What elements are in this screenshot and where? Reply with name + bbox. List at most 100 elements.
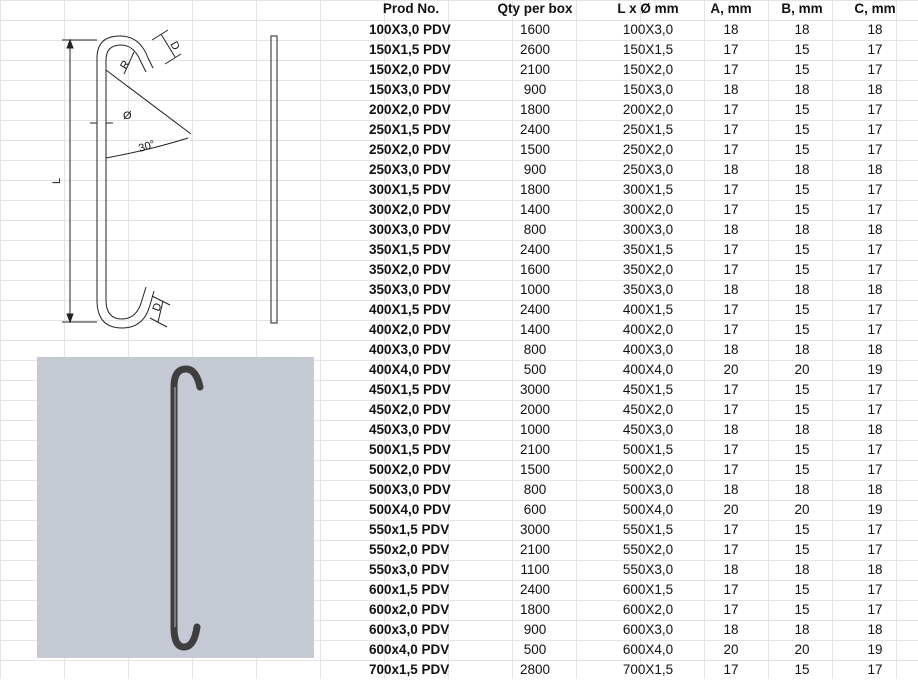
cell-c[interactable]: 19 — [867, 362, 883, 377]
cell-c[interactable]: 19 — [867, 642, 883, 657]
cell-prod[interactable]: 400X3,0 PDV — [369, 342, 451, 357]
cell-lxd[interactable]: 250X1,5 — [622, 122, 674, 137]
cell-lxd[interactable]: 250X3,0 — [622, 162, 674, 177]
cell-b[interactable]: 15 — [794, 542, 810, 557]
cell-qty[interactable]: 1400 — [519, 322, 551, 337]
cell-lxd[interactable]: 300X2,0 — [622, 202, 674, 217]
cell-lxd[interactable]: 250X2,0 — [622, 142, 674, 157]
cell-b[interactable]: 20 — [794, 502, 810, 517]
cell-prod[interactable]: 450X3,0 PDV — [369, 422, 451, 437]
cell-b[interactable]: 15 — [794, 242, 810, 257]
cell-a[interactable]: 18 — [723, 562, 739, 577]
cell-b[interactable]: 18 — [794, 162, 810, 177]
cell-a[interactable]: 20 — [723, 502, 739, 517]
cell-prod[interactable]: 300X2,0 PDV — [369, 202, 451, 217]
cell-lxd[interactable]: 500X4,0 — [622, 502, 674, 517]
cell-lxd[interactable]: 300X1,5 — [622, 182, 674, 197]
cell-c[interactable]: 17 — [867, 42, 883, 57]
cell-qty[interactable]: 1400 — [519, 202, 551, 217]
cell-a[interactable]: 17 — [723, 662, 739, 677]
cell-c[interactable]: 17 — [867, 442, 883, 457]
cell-a[interactable]: 17 — [723, 602, 739, 617]
cell-qty[interactable]: 900 — [523, 162, 547, 177]
cell-prod[interactable]: 550x1,5 PDV — [369, 522, 450, 537]
cell-qty[interactable]: 2600 — [519, 42, 551, 57]
cell-prod[interactable]: 550x2,0 PDV — [369, 542, 450, 557]
cell-qty[interactable]: 2100 — [519, 62, 551, 77]
cell-b[interactable]: 15 — [794, 142, 810, 157]
cell-a[interactable]: 17 — [723, 182, 739, 197]
cell-a[interactable]: 17 — [723, 542, 739, 557]
cell-qty[interactable]: 2400 — [519, 302, 551, 317]
cell-qty[interactable]: 3000 — [519, 382, 551, 397]
cell-b[interactable]: 15 — [794, 202, 810, 217]
cell-qty[interactable]: 1600 — [519, 22, 551, 37]
cell-b[interactable]: 15 — [794, 302, 810, 317]
cell-c[interactable]: 17 — [867, 582, 883, 597]
cell-lxd[interactable]: 550X3,0 — [622, 562, 674, 577]
cell-c[interactable]: 17 — [867, 382, 883, 397]
cell-c[interactable]: 17 — [867, 402, 883, 417]
cell-a[interactable]: 18 — [723, 342, 739, 357]
cell-a[interactable]: 17 — [723, 322, 739, 337]
cell-prod[interactable]: 400X4,0 PDV — [369, 362, 451, 377]
cell-a[interactable]: 17 — [723, 302, 739, 317]
cell-c[interactable]: 17 — [867, 242, 883, 257]
cell-a[interactable]: 17 — [723, 382, 739, 397]
cell-c[interactable]: 18 — [867, 622, 883, 637]
cell-prod[interactable]: 600x2,0 PDV — [369, 602, 450, 617]
cell-c[interactable]: 17 — [867, 122, 883, 137]
cell-c[interactable]: 18 — [867, 342, 883, 357]
cell-qty[interactable]: 2100 — [519, 442, 551, 457]
cell-qty[interactable]: 2000 — [519, 402, 551, 417]
cell-a[interactable]: 17 — [723, 522, 739, 537]
cell-a[interactable]: 17 — [723, 62, 739, 77]
cell-qty[interactable]: 1500 — [519, 142, 551, 157]
cell-a[interactable]: 18 — [723, 222, 739, 237]
cell-a[interactable]: 18 — [723, 622, 739, 637]
cell-b[interactable]: 18 — [794, 22, 810, 37]
cell-qty[interactable]: 2400 — [519, 582, 551, 597]
cell-lxd[interactable]: 150X3,0 — [622, 82, 674, 97]
cell-qty[interactable]: 500 — [523, 642, 547, 657]
cell-qty[interactable]: 900 — [523, 622, 547, 637]
cell-qty[interactable]: 1800 — [519, 102, 551, 117]
cell-qty[interactable]: 1800 — [519, 182, 551, 197]
cell-b[interactable]: 20 — [794, 642, 810, 657]
cell-c[interactable]: 17 — [867, 302, 883, 317]
cell-qty[interactable]: 2400 — [519, 242, 551, 257]
cell-qty[interactable]: 800 — [523, 482, 547, 497]
cell-prod[interactable]: 450X2,0 PDV — [369, 402, 451, 417]
cell-prod[interactable]: 250X1,5 PDV — [369, 122, 451, 137]
cell-lxd[interactable]: 400X4,0 — [622, 362, 674, 377]
cell-lxd[interactable]: 550X1,5 — [622, 522, 674, 537]
cell-a[interactable]: 17 — [723, 142, 739, 157]
cell-qty[interactable]: 1100 — [520, 562, 550, 577]
cell-b[interactable]: 18 — [794, 222, 810, 237]
cell-a[interactable]: 18 — [723, 162, 739, 177]
cell-c[interactable]: 18 — [867, 22, 883, 37]
cell-b[interactable]: 15 — [794, 522, 810, 537]
cell-lxd[interactable]: 400X1,5 — [622, 302, 674, 317]
cell-lxd[interactable]: 450X2,0 — [622, 402, 674, 417]
cell-c[interactable]: 18 — [867, 162, 883, 177]
cell-lxd[interactable]: 600X1,5 — [622, 582, 674, 597]
cell-a[interactable]: 17 — [723, 262, 739, 277]
cell-b[interactable]: 20 — [794, 362, 810, 377]
cell-b[interactable]: 15 — [794, 322, 810, 337]
cell-lxd[interactable]: 400X2,0 — [622, 322, 674, 337]
cell-b[interactable]: 15 — [794, 442, 810, 457]
cell-c[interactable]: 17 — [867, 142, 883, 157]
cell-b[interactable]: 15 — [794, 262, 810, 277]
cell-prod[interactable]: 550x3,0 PDV — [369, 562, 450, 577]
cell-prod[interactable]: 150X2,0 PDV — [369, 62, 451, 77]
cell-lxd[interactable]: 600X2,0 — [622, 602, 674, 617]
cell-prod[interactable]: 500X4,0 PDV — [369, 502, 451, 517]
header-b[interactable]: B, mm — [781, 1, 823, 16]
cell-b[interactable]: 15 — [794, 662, 810, 677]
cell-a[interactable]: 17 — [723, 582, 739, 597]
cell-b[interactable]: 18 — [794, 342, 810, 357]
cell-prod[interactable]: 250X2,0 PDV — [369, 142, 451, 157]
cell-b[interactable]: 18 — [794, 622, 810, 637]
cell-a[interactable]: 17 — [723, 102, 739, 117]
